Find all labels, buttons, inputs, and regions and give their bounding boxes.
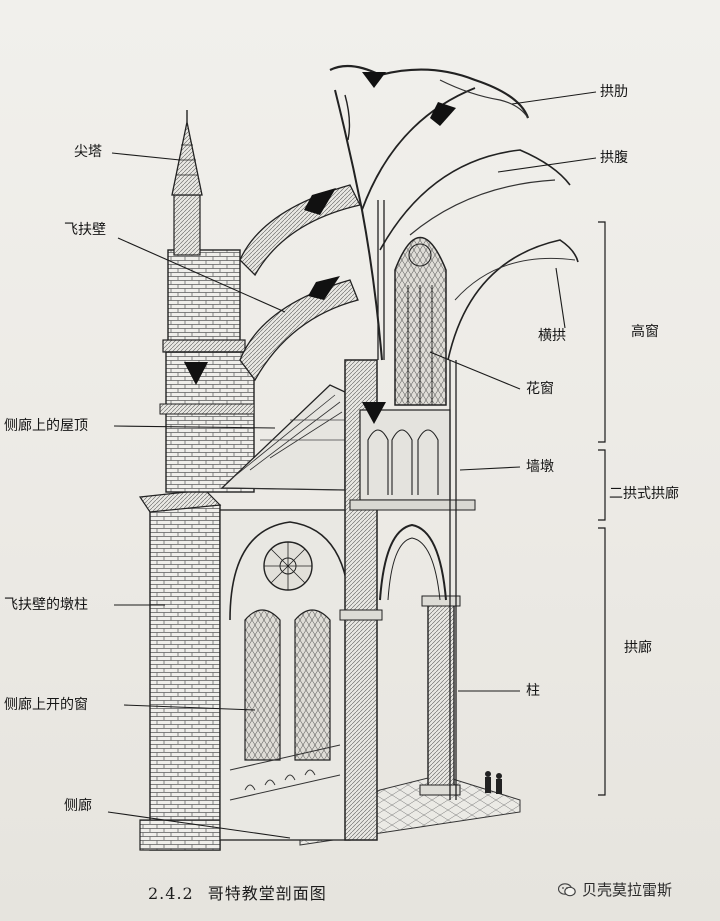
wall-shafts xyxy=(377,200,457,800)
leader-tracery xyxy=(429,351,521,390)
label-web: 拱腹 xyxy=(600,150,628,166)
aisle-lancet-windows xyxy=(244,609,331,761)
flying-buttress-upper xyxy=(239,184,361,277)
arrow-down-icon xyxy=(184,362,208,385)
label-aisle-window: 侧廊上开的窗 xyxy=(4,697,88,713)
leader-rib xyxy=(511,91,597,105)
figure-title: 哥特教堂剖面图 xyxy=(207,884,327,903)
leader-spire xyxy=(111,152,181,161)
label-wall-pier: 墙墩 xyxy=(526,459,554,475)
aisle-roof xyxy=(220,384,346,491)
label-aisle-roof: 侧廊上的屋顶 xyxy=(4,418,88,434)
rose-window xyxy=(263,541,313,591)
figure-caption: 2.4.2 哥特教堂剖面图 xyxy=(148,880,327,904)
zone-triforium: 二拱式拱廊 xyxy=(609,486,679,502)
zone-brackets xyxy=(598,221,606,796)
arcade-arch xyxy=(379,523,447,601)
leader-transverse-arch xyxy=(555,267,566,329)
arrow-down-left-icon xyxy=(308,276,340,300)
arrow-down-icon xyxy=(362,72,386,88)
leader-aisle-roof xyxy=(113,425,276,429)
clerestory-window xyxy=(394,237,447,406)
arrow-down-left-icon xyxy=(304,188,336,215)
label-column: 柱 xyxy=(526,683,540,699)
bracket-triforium xyxy=(598,449,606,521)
vault-ribs xyxy=(329,64,579,361)
buttress-tower xyxy=(159,249,255,493)
leader-aisle xyxy=(107,811,291,839)
figure-number: 2.4.2 xyxy=(148,884,194,903)
bracket-clerestory xyxy=(598,221,606,443)
human-figures xyxy=(485,771,502,794)
triforium-gallery xyxy=(349,409,476,511)
label-flying-buttress: 飞扶壁 xyxy=(64,222,106,238)
arrow-down-icon xyxy=(362,402,386,424)
label-aisle: 侧廊 xyxy=(64,798,92,814)
bracket-arcade xyxy=(598,527,606,796)
leader-flying-buttress xyxy=(117,237,286,313)
flying-buttress-lower xyxy=(239,279,359,382)
buttress-pier xyxy=(138,489,222,851)
label-transverse-arch: 横拱 xyxy=(538,328,566,344)
aisle-wall xyxy=(219,509,351,841)
label-spire: 尖塔 xyxy=(74,144,102,160)
wechat-icon xyxy=(558,883,576,897)
zone-arcade: 拱廊 xyxy=(624,640,652,656)
leader-lines xyxy=(107,91,597,839)
label-rib: 拱肋 xyxy=(600,84,628,100)
leader-web xyxy=(497,157,597,173)
zone-clerestory: 高窗 xyxy=(631,324,659,340)
watermark: 贝壳莫拉雷斯 xyxy=(558,879,672,900)
thrust-arrows xyxy=(184,72,456,424)
leader-aisle-window xyxy=(123,704,256,711)
label-tracery: 花窗 xyxy=(526,381,554,397)
watermark-text: 贝壳莫拉雷斯 xyxy=(582,881,673,899)
spire xyxy=(171,110,203,256)
arrow-down-left-icon xyxy=(430,102,456,126)
leader-wall-pier xyxy=(459,466,521,471)
arcade-column xyxy=(419,595,461,796)
label-buttress-pier: 飞扶壁的墩柱 xyxy=(4,597,88,613)
